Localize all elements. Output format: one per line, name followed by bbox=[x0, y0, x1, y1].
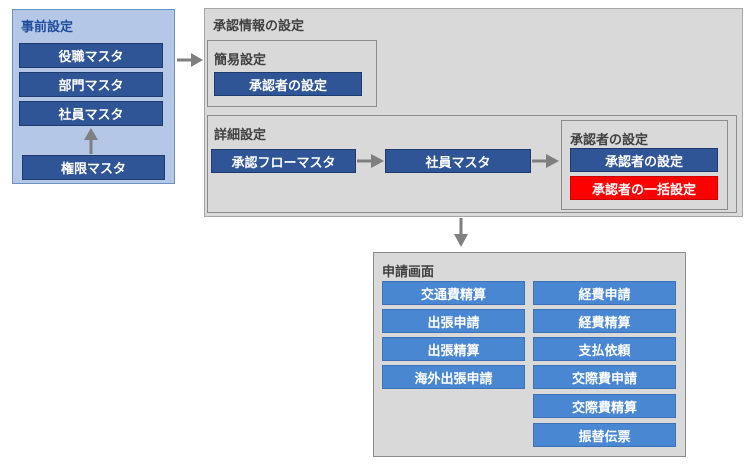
permission-master-button[interactable]: 権限マスタ bbox=[22, 155, 165, 180]
arrow-approval-to-request bbox=[454, 218, 468, 247]
simple-settings-title: 簡易設定 bbox=[214, 53, 267, 68]
employee-master-button[interactable]: 社員マスタ bbox=[19, 101, 163, 126]
request-item-right[interactable]: 経費申請 bbox=[533, 281, 676, 305]
request-item-right[interactable]: 交際費精算 bbox=[533, 394, 676, 418]
approver-setting-button[interactable]: 承認者の設定 bbox=[570, 148, 718, 172]
arrow-employee-to-approver bbox=[532, 154, 559, 168]
request-item-right[interactable]: 支払依頼 bbox=[533, 337, 676, 361]
approver-bulk-setting-button[interactable]: 承認者の一括設定 bbox=[570, 176, 718, 200]
simple-approver-setting-button[interactable]: 承認者の設定 bbox=[214, 72, 362, 96]
approver-settings-title: 承認者の設定 bbox=[570, 133, 649, 148]
request-item-left[interactable]: 海外出張申請 bbox=[382, 365, 525, 389]
request-item-right[interactable]: 経費精算 bbox=[533, 309, 676, 333]
role-master-button[interactable]: 役職マスタ bbox=[19, 43, 163, 68]
request-item-left[interactable]: 出張申請 bbox=[382, 309, 525, 333]
arrow-flow-to-employee bbox=[357, 154, 384, 168]
approval-flow-master-button[interactable]: 承認フローマスタ bbox=[211, 149, 356, 173]
pre-settings-title: 事前設定 bbox=[21, 20, 74, 35]
detail-employee-master-button[interactable]: 社員マスタ bbox=[385, 149, 531, 173]
arrow-pre-to-approval bbox=[177, 53, 203, 67]
detail-settings-title: 詳細設定 bbox=[214, 128, 267, 143]
request-screen-title: 申請画面 bbox=[382, 265, 435, 280]
approval-info-title: 承認情報の設定 bbox=[213, 19, 305, 34]
request-item-right[interactable]: 交際費申請 bbox=[533, 365, 676, 389]
request-item-left[interactable]: 出張精算 bbox=[382, 337, 525, 361]
dept-master-button[interactable]: 部門マスタ bbox=[19, 72, 163, 97]
request-item-left[interactable]: 交通費精算 bbox=[382, 281, 525, 305]
request-item-right[interactable]: 振替伝票 bbox=[533, 423, 676, 447]
arrow-permission-to-employee bbox=[84, 128, 98, 154]
